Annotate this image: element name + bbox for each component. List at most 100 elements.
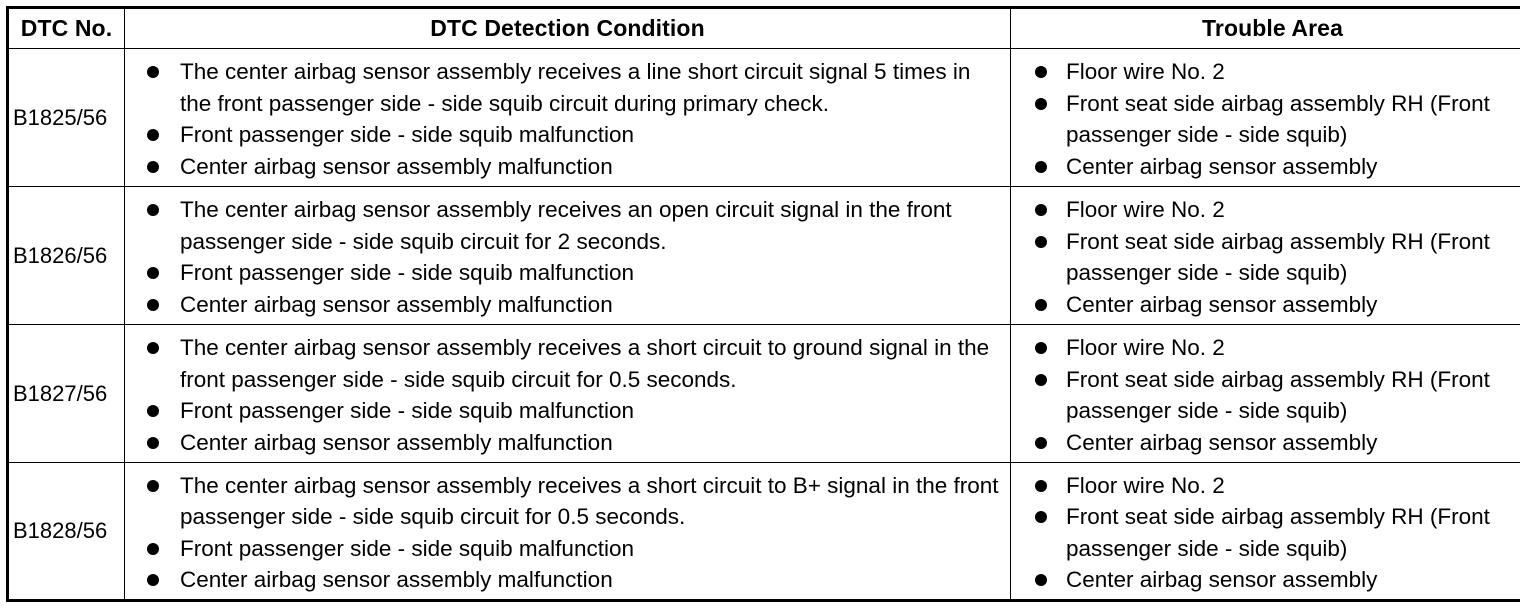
detection-condition-cell: The center airbag sensor assembly receiv… <box>124 324 1011 463</box>
bullet-icon <box>1035 342 1047 354</box>
bullet-icon <box>147 129 159 141</box>
bullet-icon <box>147 160 159 173</box>
trouble-area-item-text: Center airbag sensor assembly <box>1066 429 1378 455</box>
bullet-icon <box>1035 204 1047 216</box>
condition-item: The center airbag sensor assembly receiv… <box>125 332 1002 395</box>
condition-item: The center airbag sensor assembly receiv… <box>125 56 1002 119</box>
bullet-icon <box>147 267 159 279</box>
bullet-icon <box>1035 436 1047 449</box>
trouble-area-cell: Floor wire No. 2 Front seat side airbag a… <box>1010 186 1520 325</box>
table-row: B1825/56 The center airbag sensor assembl… <box>7 48 1520 187</box>
header-detection-condition: DTC Detection Condition <box>124 7 1011 49</box>
trouble-area-item-text: Front seat side airbag assembly RH (Fron… <box>1066 228 1490 286</box>
condition-list: The center airbag sensor assembly receiv… <box>125 467 1010 596</box>
trouble-area-item: Front seat side airbag assembly RH (Fron… <box>1011 226 1520 289</box>
detection-condition-cell: The center airbag sensor assembly receiv… <box>124 48 1011 187</box>
bullet-icon <box>1035 511 1047 523</box>
condition-item-text: Front passenger side - side squib malfun… <box>180 260 634 285</box>
bullet-icon <box>147 479 159 492</box>
condition-item: Center airbag sensor assembly malfunctio… <box>125 289 1002 321</box>
trouble-area-item-text: Front seat side airbag assembly RH (Fron… <box>1066 504 1490 561</box>
dtc-code: B1827/56 <box>7 324 125 463</box>
bullet-icon <box>1035 373 1047 386</box>
trouble-area-item: Front seat side airbag assembly RH (Fron… <box>1011 88 1520 151</box>
condition-item-text: Center airbag sensor assembly malfunctio… <box>180 291 613 317</box>
trouble-area-item-text: Center airbag sensor assembly <box>1066 153 1378 179</box>
bullet-icon <box>147 342 159 354</box>
condition-item-text: Center airbag sensor assembly malfunctio… <box>180 429 613 455</box>
bullet-icon <box>147 542 159 555</box>
condition-item: Center airbag sensor assembly malfunctio… <box>125 427 1002 459</box>
condition-item-text: Center airbag sensor assembly malfunctio… <box>180 567 613 592</box>
trouble-area-item-text: Front seat side airbag assembly RH (Fron… <box>1066 90 1490 148</box>
condition-list: The center airbag sensor assembly receiv… <box>125 53 1010 182</box>
condition-item-text: The center airbag sensor assembly receiv… <box>180 335 990 392</box>
header-trouble-area: Trouble Area <box>1010 7 1520 49</box>
trouble-area-item: Floor wire No. 2 <box>1011 56 1520 88</box>
condition-item-text: Center airbag sensor assembly malfunctio… <box>180 153 613 179</box>
condition-item-text: Front passenger side - side squib malfun… <box>180 122 634 147</box>
bullet-icon <box>1035 479 1047 492</box>
trouble-area-list: Floor wire No. 2 Front seat side airbag a… <box>1011 467 1520 596</box>
trouble-area-item-text: Floor wire No. 2 <box>1066 197 1225 222</box>
bullet-icon <box>1035 97 1047 110</box>
trouble-area-item-text: Floor wire No. 2 <box>1066 59 1225 84</box>
trouble-area-item-text: Floor wire No. 2 <box>1066 335 1225 360</box>
trouble-area-list: Floor wire No. 2 Front seat side airbag a… <box>1011 329 1520 458</box>
condition-item: Center airbag sensor assembly malfunctio… <box>125 564 1002 596</box>
trouble-area-item: Center airbag sensor assembly <box>1011 427 1520 459</box>
condition-list: The center airbag sensor assembly receiv… <box>125 329 1010 458</box>
bullet-icon <box>147 405 159 417</box>
trouble-area-item-text: Floor wire No. 2 <box>1066 472 1225 498</box>
condition-item: Front passenger side - side squib malfun… <box>125 395 1002 427</box>
condition-item: Front passenger side - side squib malfun… <box>125 533 1002 565</box>
condition-item-text: The center airbag sensor assembly receiv… <box>180 197 952 254</box>
trouble-area-item-text: Center airbag sensor assembly <box>1066 567 1378 592</box>
table-row: B1828/56 The center airbag sensor assembl… <box>7 462 1520 601</box>
condition-item: Front passenger side - side squib malfun… <box>125 257 1002 289</box>
condition-list: The center airbag sensor assembly receiv… <box>125 191 1010 320</box>
trouble-area-cell: Floor wire No. 2 Front seat side airbag a… <box>1010 48 1520 187</box>
detection-condition-cell: The center airbag sensor assembly receiv… <box>124 462 1011 601</box>
bullet-icon <box>147 436 159 449</box>
condition-item: The center airbag sensor assembly receiv… <box>125 194 1002 257</box>
trouble-area-item: Floor wire No. 2 <box>1011 194 1520 226</box>
bullet-icon <box>1035 298 1047 311</box>
condition-item-text: The center airbag sensor assembly receiv… <box>180 59 971 116</box>
trouble-area-item: Center airbag sensor assembly <box>1011 564 1520 596</box>
trouble-area-list: Floor wire No. 2 Front seat side airbag a… <box>1011 191 1520 320</box>
trouble-area-item: Front seat side airbag assembly RH (Fron… <box>1011 501 1520 564</box>
dtc-code: B1828/56 <box>7 462 125 601</box>
trouble-area-item-text: Center airbag sensor assembly <box>1066 291 1378 317</box>
dtc-table: DTC No. DTC Detection Condition Trouble … <box>6 6 1520 602</box>
header-row: DTC No. DTC Detection Condition Trouble … <box>7 7 1520 49</box>
table-row: B1827/56 The center airbag sensor assembl… <box>7 324 1520 463</box>
detection-condition-cell: The center airbag sensor assembly receiv… <box>124 186 1011 325</box>
dtc-code: B1825/56 <box>7 48 125 187</box>
condition-item: Front passenger side - side squib malfun… <box>125 119 1002 151</box>
trouble-area-item-text: Front seat side airbag assembly RH (Fron… <box>1066 366 1490 424</box>
bullet-icon <box>147 298 159 311</box>
bullet-icon <box>147 204 159 216</box>
condition-item-text: The center airbag sensor assembly receiv… <box>180 472 999 530</box>
condition-item-text: Front passenger side - side squib malfun… <box>180 398 634 423</box>
trouble-area-item: Center airbag sensor assembly <box>1011 151 1520 183</box>
bullet-icon <box>1035 66 1047 78</box>
trouble-area-item: Front seat side airbag assembly RH (Fron… <box>1011 364 1520 427</box>
trouble-area-cell: Floor wire No. 2 Front seat side airbag a… <box>1010 324 1520 463</box>
condition-item: The center airbag sensor assembly receiv… <box>125 470 1002 533</box>
table-row: B1826/56 The center airbag sensor assembl… <box>7 186 1520 325</box>
header-dtc-no: DTC No. <box>7 7 125 49</box>
bullet-icon <box>147 574 159 586</box>
dtc-code: B1826/56 <box>7 186 125 325</box>
condition-item: Center airbag sensor assembly malfunctio… <box>125 151 1002 183</box>
condition-item-text: Front passenger side - side squib malfun… <box>180 535 634 561</box>
trouble-area-list: Floor wire No. 2 Front seat side airbag a… <box>1011 53 1520 182</box>
bullet-icon <box>1035 160 1047 173</box>
trouble-area-item: Floor wire No. 2 <box>1011 332 1520 364</box>
trouble-area-cell: Floor wire No. 2 Front seat side airbag a… <box>1010 462 1520 601</box>
trouble-area-item: Center airbag sensor assembly <box>1011 289 1520 321</box>
trouble-area-item: Floor wire No. 2 <box>1011 470 1520 502</box>
bullet-icon <box>1035 235 1047 248</box>
